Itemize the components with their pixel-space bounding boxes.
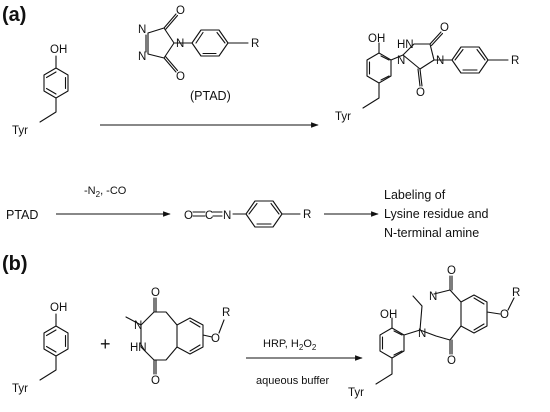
- reagent-n-label: N: [134, 320, 142, 332]
- ptad-name-label: (PTAD): [190, 89, 231, 103]
- ptad-o1-label: O: [176, 5, 185, 17]
- reagent-r-label: R: [222, 307, 230, 319]
- product-a-o2-label: O: [416, 87, 425, 99]
- isocyanate-o-label: O: [184, 210, 193, 222]
- conditions-bottom: aqueous buffer: [256, 375, 330, 387]
- ptad-n1-label: N: [138, 24, 146, 36]
- isocyanate-n-label: N: [223, 210, 231, 222]
- product-b-r-label: R: [512, 287, 520, 299]
- labeling-line-2: Lysine residue and: [384, 207, 489, 221]
- phthalazinedione-structure: O O N HN O R: [125, 287, 230, 387]
- product-b-oh-label: OH: [380, 309, 397, 321]
- isocyanate-r-label: R: [303, 209, 311, 221]
- product-b-o2-label: O: [447, 355, 456, 367]
- product-a-r-label: R: [511, 55, 519, 67]
- decomp-reactant-label: PTAD: [6, 208, 38, 222]
- isocyanate-c-label: C: [205, 210, 213, 222]
- plus-sign: +: [100, 334, 111, 354]
- ptad-n2-label: N: [138, 51, 146, 63]
- product-a-oh-label: OH: [368, 33, 385, 45]
- tyrosine-structure-a: OH Tyr: [12, 44, 69, 137]
- product-b-n2-label: N: [418, 328, 426, 340]
- ptad-decomposition: PTAD -N2, -CO O C N R Labeling of Lysine…: [6, 185, 489, 240]
- ptad-n4-label: N: [176, 38, 184, 50]
- product-a-tyr-label: Tyr: [335, 111, 351, 123]
- ptad-o2-label: O: [176, 71, 185, 83]
- product-b-n1-label: N: [429, 291, 437, 303]
- reagent-o1-label: O: [151, 287, 160, 299]
- reagent-o2-label: O: [151, 375, 160, 387]
- product-b-o-ether-label: O: [500, 309, 509, 321]
- decomp-conditions: -N2, -CO: [84, 185, 127, 199]
- product-b-tyr-label: Tyr: [348, 387, 364, 399]
- product-b-o1-label: O: [447, 265, 456, 277]
- tyrosine-phthalazinedione-adduct: OH N N O O O R Tyr: [348, 265, 520, 399]
- panel-label-b: (b): [2, 253, 28, 275]
- product-a-hn-label: HN: [397, 39, 414, 51]
- reagent-o-ether-label: O: [211, 333, 220, 345]
- product-a-n4-label: N: [436, 55, 444, 67]
- tyrosine-ptad-adduct: OH HN N O O N R Tyr: [335, 22, 519, 123]
- reaction-b-conditions: HRP, H2O2 aqueous buffer: [246, 338, 363, 387]
- panel-label-a: (a): [2, 4, 26, 26]
- product-a-o1-label: O: [440, 22, 449, 34]
- tyr-label: Tyr: [12, 125, 28, 137]
- ptad-structure: N N O O N R (PTAD): [138, 5, 259, 103]
- labeling-line-3: N-terminal amine: [384, 226, 479, 240]
- product-a-n1-label: N: [397, 55, 405, 67]
- tyrosine-b-oh-label: OH: [50, 302, 67, 314]
- hydroxyl-label: OH: [50, 44, 67, 56]
- conditions-top: HRP, H2O2: [263, 338, 317, 352]
- reagent-hn-label: HN: [130, 342, 147, 354]
- tyrosine-structure-b: OH Tyr: [12, 302, 69, 395]
- ptad-r-label: R: [251, 38, 259, 50]
- tyrosine-b-tyr-label: Tyr: [12, 383, 28, 395]
- labeling-line-1: Labeling of: [384, 188, 446, 202]
